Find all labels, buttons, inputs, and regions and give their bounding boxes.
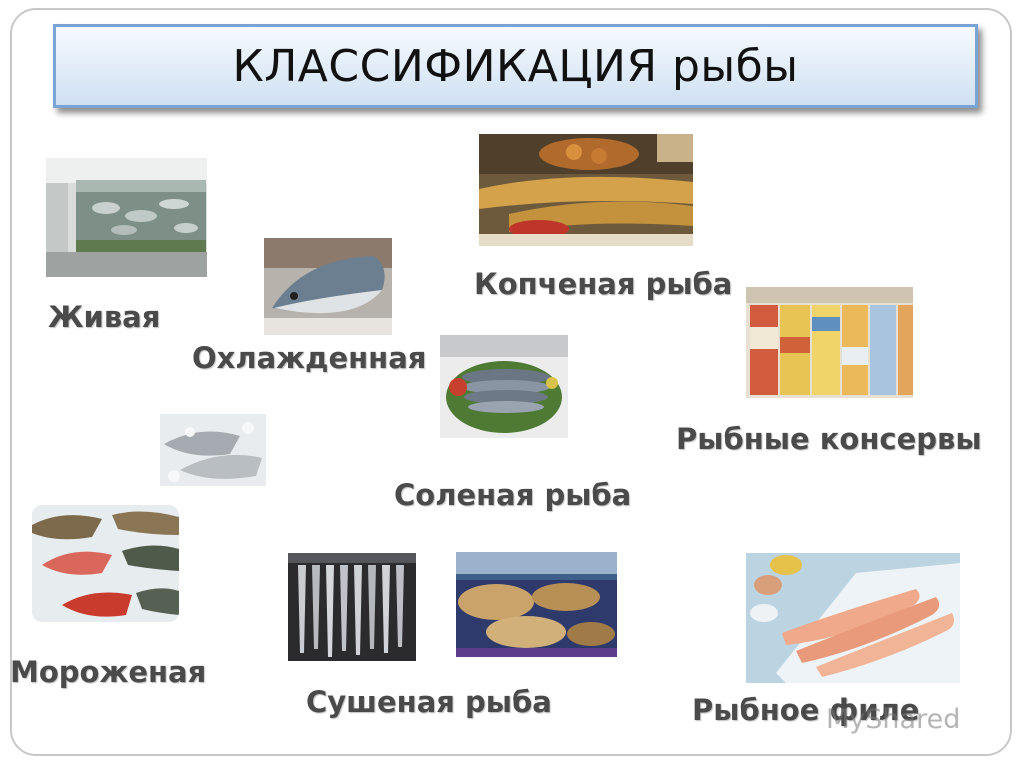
smoked-fish-photo bbox=[479, 134, 693, 246]
canned-fish-photo bbox=[746, 287, 913, 398]
frozen-fish-photo bbox=[32, 505, 179, 622]
fillet-photo bbox=[746, 553, 960, 683]
watermark: MyShared bbox=[826, 704, 960, 735]
label-frozen: Мороженая bbox=[10, 655, 207, 689]
dried-market-photo bbox=[456, 552, 617, 657]
salted-fish-photo bbox=[440, 335, 568, 438]
label-salted: Соленая рыба bbox=[394, 478, 632, 512]
label-live: Живая bbox=[48, 300, 161, 334]
slide-title: КЛАССИФИКАЦИЯ рыбы bbox=[232, 40, 799, 92]
watermark-text: MyShared bbox=[826, 704, 961, 735]
label-chilled: Охлажденная bbox=[192, 341, 427, 375]
live-fish-photo bbox=[46, 158, 207, 277]
label-dried: Сушеная рыба bbox=[306, 685, 552, 719]
chilled-fish-photo bbox=[264, 238, 392, 335]
label-smoked: Копченая рыба bbox=[474, 267, 733, 301]
label-canned: Рыбные консервы bbox=[676, 422, 982, 456]
label-fillet: Рыбное филе bbox=[692, 693, 920, 727]
title-banner: КЛАССИФИКАЦИЯ рыбы bbox=[53, 24, 978, 108]
frozen-fish-ice-photo bbox=[160, 414, 266, 486]
dried-fish-photo bbox=[288, 553, 416, 661]
